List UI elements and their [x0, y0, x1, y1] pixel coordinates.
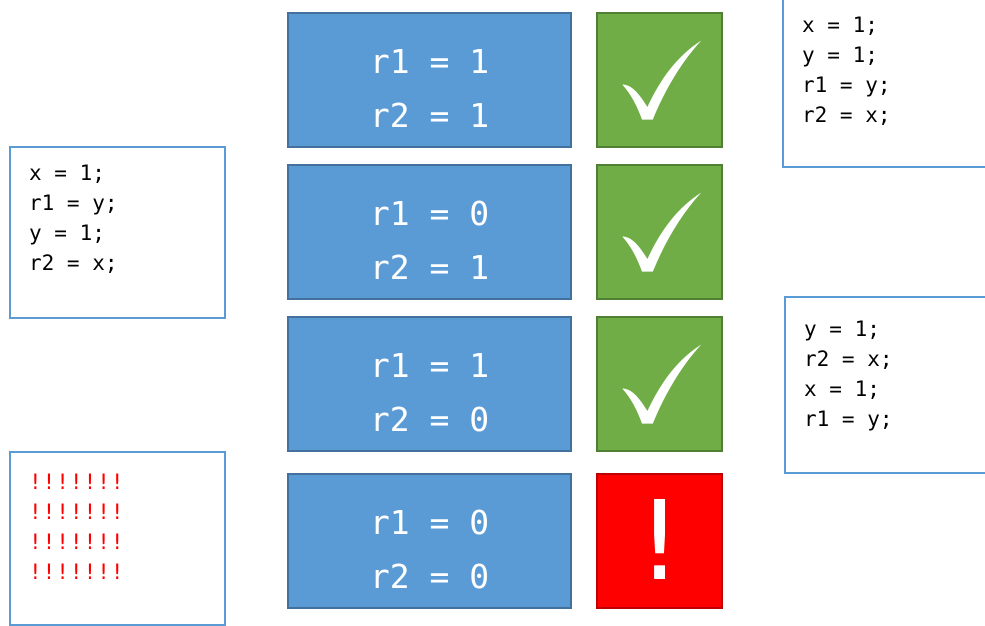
- outcome-box-2: r1 = 0 r2 = 1: [287, 164, 572, 300]
- outcome-r2: r2 = 1: [369, 96, 490, 135]
- warning-line: !!!!!!!: [29, 500, 125, 524]
- outcome-r2: r2 = 0: [369, 557, 490, 596]
- warning-box: !!!!!!! !!!!!!! !!!!!!! !!!!!!!: [9, 451, 226, 626]
- code-line: x = 1;: [29, 161, 105, 185]
- code-line: y = 1;: [29, 221, 105, 245]
- warning-line: !!!!!!!: [29, 470, 125, 494]
- outcome-r2: r2 = 1: [369, 248, 490, 287]
- check-icon: [621, 40, 701, 120]
- outcome-box-1: r1 = 1 r2 = 1: [287, 12, 572, 148]
- check-icon: [621, 344, 701, 424]
- code-line: x = 1;: [802, 13, 878, 37]
- check-icon: [621, 192, 701, 272]
- verdict-box-3: [596, 316, 723, 452]
- verdict-box-2: [596, 164, 723, 300]
- code-line: r2 = x;: [802, 103, 891, 127]
- warning-line: !!!!!!!: [29, 560, 125, 584]
- outcome-r1: r1 = 0: [369, 503, 490, 542]
- code-line: r1 = y;: [804, 407, 893, 431]
- code-line: r1 = y;: [802, 73, 891, 97]
- verdict-box-1: [596, 12, 723, 148]
- code-box-left: x = 1; r1 = y; y = 1; r2 = x;: [9, 146, 226, 319]
- code-line: r1 = y;: [29, 191, 118, 215]
- outcome-box-4: r1 = 0 r2 = 0: [287, 473, 572, 609]
- exclamation-icon: !: [637, 477, 682, 605]
- verdict-box-4: !: [596, 473, 723, 609]
- code-box-top-right: x = 1; y = 1; r1 = y; r2 = x;: [782, 0, 985, 168]
- code-line: x = 1;: [804, 377, 880, 401]
- code-line: r2 = x;: [29, 251, 118, 275]
- code-line: y = 1;: [804, 317, 880, 341]
- outcome-r1: r1 = 0: [369, 194, 490, 233]
- code-line: r2 = x;: [804, 347, 893, 371]
- code-line: y = 1;: [802, 43, 878, 67]
- outcome-r1: r1 = 1: [369, 346, 490, 385]
- outcome-r1: r1 = 1: [369, 42, 490, 81]
- outcome-box-3: r1 = 1 r2 = 0: [287, 316, 572, 452]
- warning-line: !!!!!!!: [29, 530, 125, 554]
- outcome-r2: r2 = 0: [369, 400, 490, 439]
- code-box-mid-right: y = 1; r2 = x; x = 1; r1 = y;: [784, 296, 985, 474]
